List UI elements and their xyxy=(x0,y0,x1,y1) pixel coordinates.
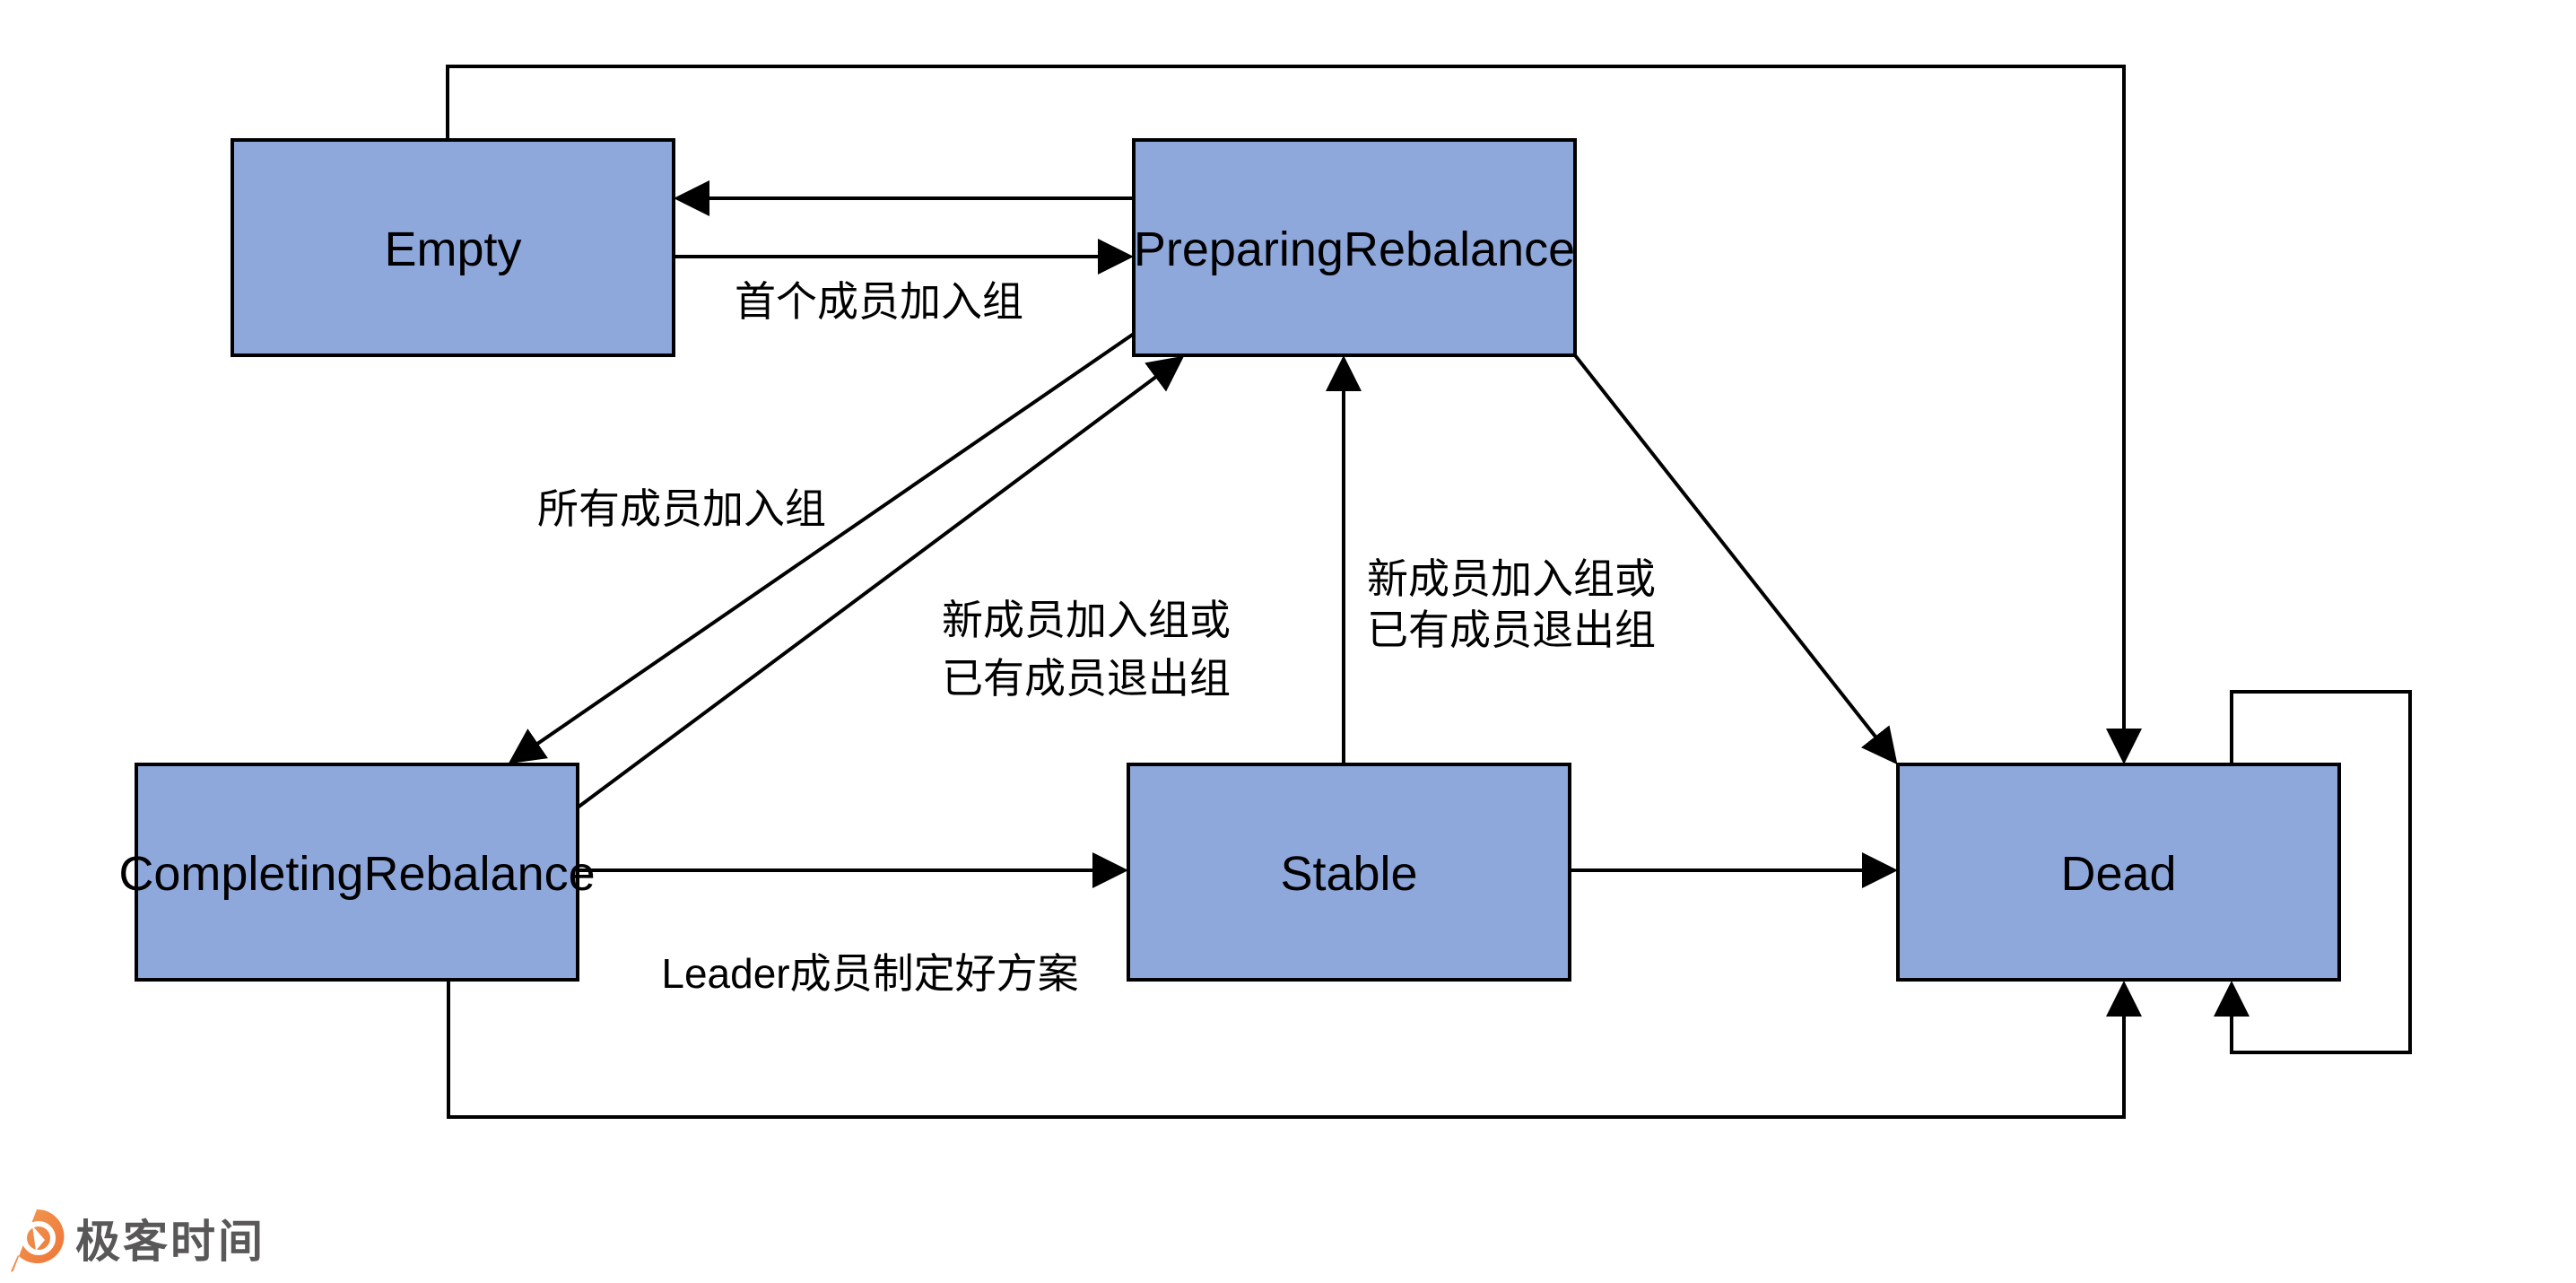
brand-footer: 极客时间 xyxy=(11,1209,265,1272)
edge-label-first-member-joins: 首个成员加入组 xyxy=(735,278,1023,325)
nodes-layer: Empty PreparingRebalance CompletingRebal… xyxy=(118,138,2341,982)
state-node-empty: Empty xyxy=(231,138,675,357)
edge-label-completing-to-preparing-line1: 新成员加入组或 xyxy=(942,597,1231,643)
state-node-stable-box xyxy=(1127,763,1571,982)
state-node-completing-rebalance-box xyxy=(135,763,579,982)
geektime-logo-needle xyxy=(32,1226,45,1251)
state-node-completing-rebalance: CompletingRebalance xyxy=(118,763,596,982)
edge-dead-self-loop xyxy=(2214,690,2412,1054)
state-node-dead: Dead xyxy=(1896,763,2341,982)
state-node-preparing-rebalance: PreparingRebalance xyxy=(1132,138,1577,357)
edge-labels-layer: 首个成员加入组 所有成员加入组 新成员加入组或 已有成员退出组 新成员加入组或 … xyxy=(537,278,1656,997)
edge-completing-to-dead-bottom-route xyxy=(447,980,2142,1119)
geektime-logo-icon xyxy=(11,1209,65,1272)
edge-empty-to-dead-top-route xyxy=(446,65,2142,764)
edge-preparing-to-completing xyxy=(508,332,1136,764)
state-node-preparing-rebalance-box xyxy=(1132,138,1577,357)
edge-completing-to-preparing xyxy=(576,355,1185,809)
edge-label-completing-to-preparing-line2: 已有成员退出组 xyxy=(942,655,1231,702)
geektime-logo-ring xyxy=(22,1221,56,1255)
edge-label-all-members-join: 所有成员加入组 xyxy=(537,485,826,532)
edges-layer xyxy=(446,65,2412,1119)
edge-preparing-to-dead xyxy=(1573,353,1898,765)
state-node-stable: Stable xyxy=(1127,763,1571,982)
state-node-preparing-rebalance-label: PreparingRebalance xyxy=(1134,223,1575,276)
state-node-empty-label: Empty xyxy=(384,223,521,276)
state-node-empty-box xyxy=(231,138,675,357)
edge-label-stable-to-preparing-line1: 新成员加入组或 xyxy=(1367,555,1656,602)
state-node-completing-rebalance-label: CompletingRebalance xyxy=(118,847,595,901)
state-node-dead-box xyxy=(1896,763,2341,982)
state-node-dead-label: Dead xyxy=(2060,847,2176,901)
edge-label-leader-plan-ready: Leader成员制定好方案 xyxy=(661,950,1078,997)
state-node-stable-label: Stable xyxy=(1280,847,1417,901)
geektime-logo-text: 极客时间 xyxy=(75,1217,265,1267)
edge-label-stable-to-preparing-line2: 已有成员退出组 xyxy=(1367,607,1656,653)
